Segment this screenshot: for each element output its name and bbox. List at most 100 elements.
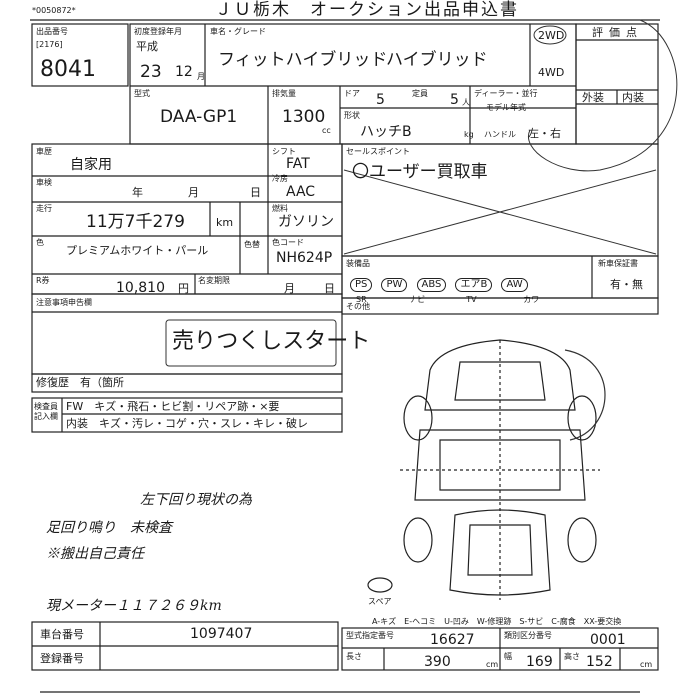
type-designation-label: 型式指定番号	[346, 631, 394, 640]
notes-label: 注意事項申告欄	[36, 298, 92, 307]
fuel-label: 燃料	[272, 204, 288, 213]
mileage-label: 走行	[36, 204, 52, 213]
vehicle-name-label: 車名・グレード	[210, 27, 266, 36]
score-exterior-label: 外装	[582, 91, 604, 104]
height-label: 高さ	[564, 652, 580, 661]
length-value: 390	[424, 654, 451, 670]
capacity-unit: 人	[462, 98, 470, 107]
dealer-label: ディーラー・並行	[474, 89, 538, 98]
doors-label: ドア	[344, 89, 360, 98]
handwritten-note-2: 足回り鳴り 未検査	[46, 520, 172, 536]
category-value: 0001	[590, 632, 626, 648]
option-ps: PS	[350, 278, 373, 292]
form-title: ＪＵ栃木 オークション出品申込書	[215, 0, 519, 20]
mileage-unit: km	[216, 216, 234, 229]
vehicle-grade: ハイブリッド	[386, 50, 488, 70]
ac-value: AAC	[286, 184, 316, 200]
shift-value: FAT	[286, 156, 310, 172]
spare-label: スペア	[368, 597, 392, 606]
sales-point-label: セールスポイント	[346, 147, 410, 156]
inspection-day: 日	[250, 186, 261, 199]
repair-value: 有（箇所	[80, 376, 124, 389]
handle-label: ハンドル	[484, 130, 516, 139]
serial-number: *0050872*	[32, 6, 76, 15]
handwritten-note-1: 左下回り現状の為	[140, 492, 252, 508]
height-value: 152	[586, 654, 613, 670]
chassis-label: 車台番号	[40, 628, 84, 641]
option-pw: PW	[381, 278, 408, 292]
registration-era: 平成	[136, 40, 158, 53]
score-interior-label: 内装	[622, 91, 644, 104]
height-unit: cm	[640, 660, 653, 669]
displacement-label: 排気量	[272, 89, 296, 98]
repair-label: 修復歴	[36, 376, 69, 389]
usage-value: 自家用	[70, 157, 112, 173]
inspector-row-2: 内装 キズ・汚レ・コゲ・穴・スレ・キレ・破レ	[66, 417, 308, 430]
inspector-row-1: FW キズ・飛石・ヒビ割・リペア跡・×要	[66, 400, 280, 413]
option-leather: カワ	[523, 295, 540, 304]
shape-value: ハッチB	[360, 124, 412, 140]
fuel-value: ガソリン	[278, 214, 334, 230]
car-diagram	[367, 339, 606, 600]
option-airbag: エアB	[455, 278, 493, 292]
sales-point-text: 〇ユーザー買取車	[352, 162, 488, 182]
option-sr: SR	[356, 295, 367, 304]
options-label: 装備品	[346, 259, 370, 268]
color-value: プレミアムホワイト・パール	[66, 244, 209, 257]
color-change-label: 色替	[244, 240, 260, 249]
registered-month: 月	[284, 282, 295, 295]
usage-label: 車歴	[36, 147, 52, 156]
other-label: その他	[346, 302, 370, 311]
capacity-label: 定員	[412, 89, 428, 98]
ac-label: 冷房	[272, 174, 288, 183]
type-designation-value: 16627	[430, 632, 475, 648]
damage-legend: A-キズ E-ヘコミ U-凹み W-修理跡 S-サビ C-腐食 XX-要交換	[372, 617, 622, 626]
exhibitor-code: [2176]	[36, 40, 63, 49]
color-code-label: 色コード	[272, 238, 304, 247]
option-tv: TV	[466, 295, 477, 304]
registered-day: 日	[324, 282, 335, 295]
length-unit: cm	[486, 660, 499, 669]
inspection-month: 月	[188, 186, 199, 199]
model-year-label: モデル年式	[486, 103, 526, 112]
capacity-value: 5	[450, 92, 459, 108]
vehicle-name: フィットハイブリッド	[218, 50, 388, 70]
width-value: 169	[526, 654, 553, 670]
weight-unit: kg	[464, 130, 474, 139]
recycle-value: 10,810	[116, 280, 165, 296]
exhibitor-label: 出品番号	[36, 27, 68, 36]
drive-4wd: 4WD	[538, 66, 565, 79]
options-row-1: PS PW ABS エアB AW	[350, 272, 532, 292]
shift-label: シフト	[272, 147, 296, 156]
displacement-value: 1300	[282, 107, 326, 127]
handwritten-note-3: ※搬出自己責任	[46, 546, 144, 562]
displacement-unit: cc	[322, 126, 331, 135]
drive-2wd: 2WD	[538, 29, 565, 42]
registration-month-unit: 月	[197, 72, 205, 81]
registration-year: 23	[140, 62, 162, 82]
length-label: 長さ	[346, 652, 362, 661]
registration-number-label: 登録番号	[40, 652, 84, 665]
recycle-unit: 円	[178, 282, 189, 295]
score-label: 評価点	[592, 26, 643, 39]
registration-label: 初度登録年月	[134, 27, 182, 36]
registration-month: 12	[175, 64, 193, 80]
inspection-year: 年	[132, 186, 143, 199]
option-abs: ABS	[416, 278, 447, 292]
lot-number: 8041	[40, 57, 96, 82]
recycle-label: R券	[36, 276, 50, 285]
option-aw: AW	[501, 278, 528, 292]
options-row-2: SR ナビ TV カワ	[356, 287, 563, 306]
chassis-value: 1097407	[190, 626, 253, 642]
model-value: DAA-GP1	[160, 107, 238, 127]
handwritten-note-4: 現メーター１１７２６９km	[46, 598, 222, 614]
option-navi: ナビ	[409, 295, 426, 304]
sale-stamp: 売りつくしスタート	[172, 329, 371, 354]
category-label: 類別区分番号	[504, 631, 552, 640]
mileage-value: 11万7千279	[86, 212, 185, 232]
registered-deadline-label: 名変期限	[198, 276, 230, 285]
new-warranty-value: 有・無	[610, 278, 643, 291]
shape-label: 形状	[344, 111, 360, 120]
inspection-label: 車検	[36, 178, 52, 187]
